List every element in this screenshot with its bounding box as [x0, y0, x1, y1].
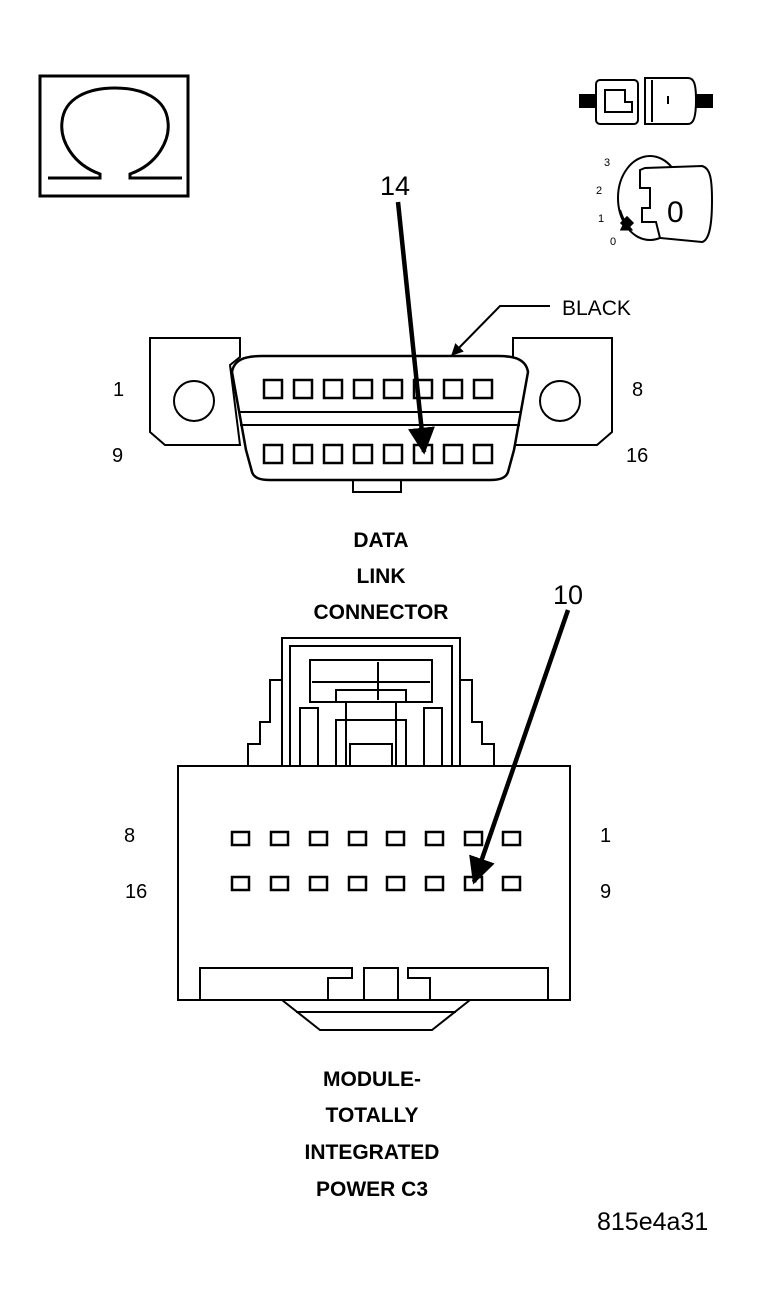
- dlc-pin: [322, 443, 344, 465]
- module-callout-arrow: [469, 609, 571, 885]
- dlc-caption-line3: CONNECTOR: [314, 601, 449, 624]
- dlc-pin: [292, 378, 314, 400]
- dlc-pin: [322, 378, 344, 400]
- module-pin-label-top-left: 8: [124, 825, 135, 847]
- module-pin: [230, 830, 251, 847]
- module-caption-line1: MODULE-: [323, 1068, 421, 1091]
- module-pin: [230, 875, 251, 892]
- module-pin: [385, 875, 406, 892]
- ohm-symbol-icon: [38, 74, 190, 198]
- dlc-pin: [352, 378, 374, 400]
- disconnected-connector-icon: [579, 77, 713, 125]
- module-pin-label-bottom-right: 9: [600, 881, 611, 903]
- module-pin-label-bottom-left: 16: [125, 881, 147, 903]
- module-pin: [269, 830, 290, 847]
- figure-id: 815e4a31: [597, 1208, 708, 1236]
- dlc-pin: [382, 378, 404, 400]
- dlc-pin: [472, 378, 494, 400]
- module-pin: [308, 875, 329, 892]
- module-pin: [308, 830, 329, 847]
- dlc-caption-line1: DATA: [353, 529, 408, 552]
- module-connector: [177, 637, 571, 1031]
- dlc-pin: [442, 443, 464, 465]
- dlc-caption-line2: LINK: [357, 565, 406, 588]
- ignition-key-icon: 3 2 1 0 0: [596, 155, 714, 248]
- key-position-0: 0: [610, 236, 616, 248]
- module-pin: [424, 875, 445, 892]
- dlc-pin-label-top-right: 8: [632, 379, 643, 401]
- dlc-pin: [382, 443, 404, 465]
- dlc-pin: [472, 443, 494, 465]
- module-pin: [269, 875, 290, 892]
- dlc-pin: [352, 443, 374, 465]
- key-label: 0: [667, 196, 684, 229]
- key-position-2: 2: [596, 185, 602, 197]
- color-label: BLACK: [562, 297, 631, 320]
- module-caption-line3: INTEGRATED: [305, 1141, 440, 1164]
- dlc-pins-top: [262, 378, 494, 400]
- module-callout-pin: 10: [553, 580, 583, 610]
- module-pins-top: [230, 830, 522, 847]
- dlc-pin: [262, 443, 284, 465]
- module-caption-line2: TOTALLY: [326, 1104, 419, 1127]
- module-pin: [347, 875, 368, 892]
- dlc-pin: [292, 443, 314, 465]
- dlc-callout-arrow: [395, 201, 435, 455]
- data-link-connector: [149, 337, 613, 493]
- module-pin: [347, 830, 368, 847]
- module-pin: [424, 830, 445, 847]
- dlc-pin: [412, 378, 434, 400]
- dlc-pin-label-bottom-left: 9: [112, 445, 123, 467]
- module-caption-line4: POWER C3: [316, 1178, 428, 1201]
- dlc-pin-label-top-left: 1: [113, 379, 124, 401]
- module-pin: [385, 830, 406, 847]
- dlc-pin-label-bottom-right: 16: [626, 445, 648, 467]
- key-position-1: 1: [598, 213, 604, 225]
- dlc-pin: [442, 378, 464, 400]
- key-position-3: 3: [604, 157, 610, 169]
- dlc-pin: [262, 378, 284, 400]
- module-pin: [501, 875, 522, 892]
- module-pin: [501, 830, 522, 847]
- module-pin: [463, 830, 484, 847]
- module-pin-label-top-right: 1: [600, 825, 611, 847]
- dlc-callout-pin: 14: [380, 171, 410, 201]
- color-leader-arrow: [451, 305, 550, 356]
